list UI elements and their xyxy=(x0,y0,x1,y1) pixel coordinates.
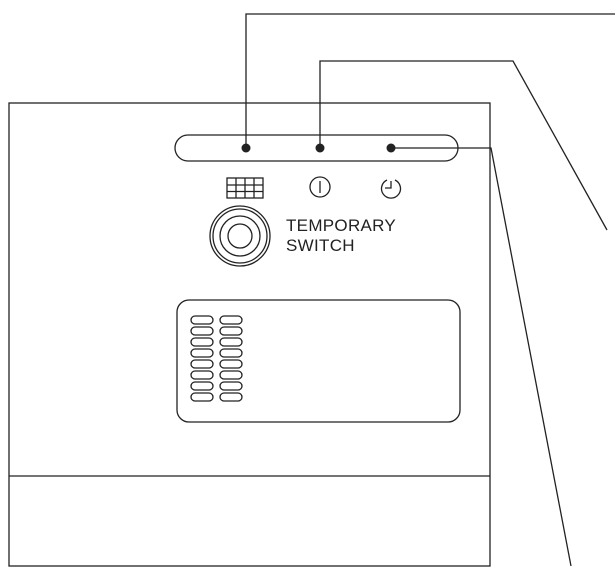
unit-body xyxy=(8,102,491,567)
grid-icon xyxy=(226,177,264,199)
temporary-switch-label-line1: TEMPORARY xyxy=(286,216,397,235)
leader-line-defrost xyxy=(245,13,615,148)
temporary-switch-button[interactable] xyxy=(209,205,271,267)
receiver-window xyxy=(176,299,461,423)
infrared-receiver-icon xyxy=(190,315,243,402)
power-icon xyxy=(309,176,331,198)
timer-indicator-lamp xyxy=(386,143,396,153)
temporary-switch-label-line2: SWITCH xyxy=(286,236,355,255)
leader-line-operation xyxy=(319,60,608,231)
clock-icon xyxy=(380,179,402,199)
defrost-indicator-lamp xyxy=(241,143,251,153)
temporary-switch-label: TEMPORARY SWITCH xyxy=(286,216,396,256)
leader-line-timer xyxy=(391,147,572,567)
operation-indicator-lamp xyxy=(315,143,325,153)
